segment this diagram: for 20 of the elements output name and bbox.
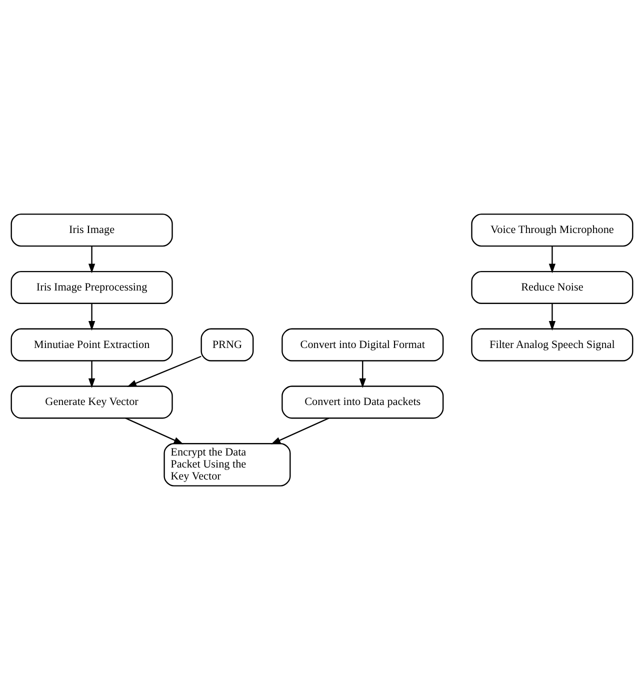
arrow [270,417,330,444]
node-box: Minutiae Point Extraction [10,328,173,361]
arrow [88,246,96,273]
arrow [548,246,556,273]
arrow [125,417,184,444]
arrow [548,303,556,330]
arrow [88,303,96,330]
arrow [359,360,366,388]
node-box: Encrypt the Data Packet Using the Key Vector [164,442,291,486]
arrow [126,355,202,386]
node-box: Reduce Noise [471,270,634,304]
node-box: Filter Analog Speech Signal [471,328,634,361]
node-box: Generate Key Vector [10,385,173,418]
node-box: Convert into Data packets [282,385,444,418]
arrow [88,360,96,388]
node-box: Convert into Digital Format [282,328,444,361]
node-box: Voice Through Microphone [471,213,634,246]
node-box: Iris Image [10,213,173,246]
node-box: PRNG [200,328,254,361]
node-box: Iris Image Preprocessing [10,270,173,304]
